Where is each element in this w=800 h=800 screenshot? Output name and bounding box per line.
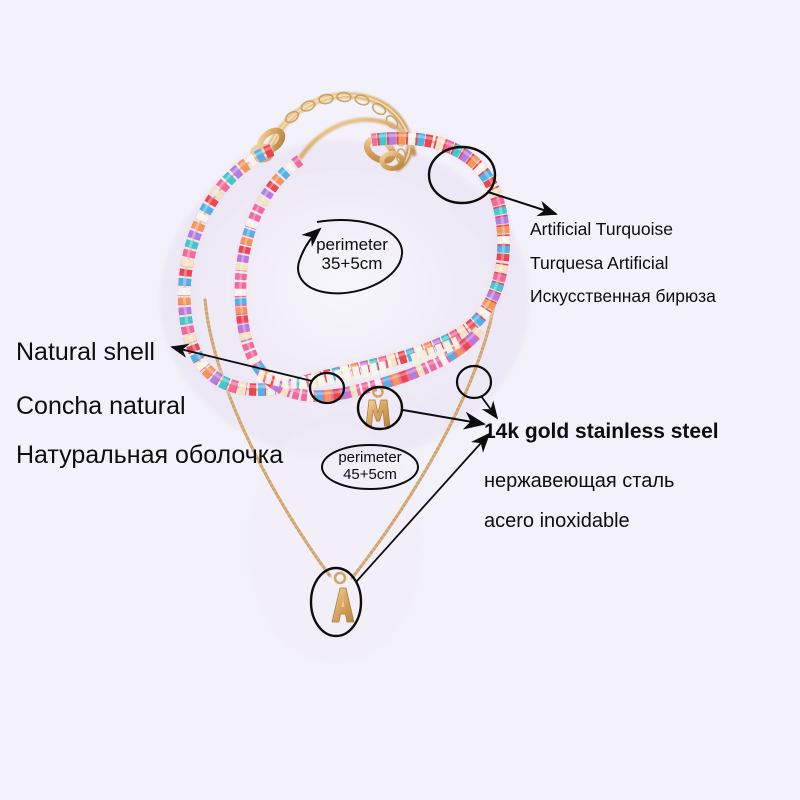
shell-bead-section bbox=[256, 336, 461, 390]
leader-line-letter-m bbox=[402, 409, 486, 430]
perimeter-callout-lower: perimeter 45+5cm bbox=[324, 449, 416, 484]
leader-line-shell bbox=[170, 343, 313, 382]
perimeter-callout-upper: perimeter 35+5cm bbox=[303, 235, 401, 273]
natural-shell-line-es: Concha natural bbox=[16, 392, 186, 420]
turquoise-line-en: Artificial Turquoise bbox=[530, 219, 673, 239]
callout-circle-letter-a bbox=[309, 566, 363, 638]
callout-circle-letter-m bbox=[356, 385, 404, 431]
steel-line-ru: нержавеющая сталь bbox=[484, 470, 675, 492]
steel-line-es: acero inoxidable bbox=[484, 510, 630, 532]
natural-shell-line-ru: Натуральная оболочка bbox=[16, 441, 284, 469]
callout-circle-turquoise bbox=[427, 145, 497, 205]
perimeter-lower-label: perimeter bbox=[338, 449, 402, 466]
leader-line-turquoise bbox=[487, 191, 558, 217]
callout-circle-shell bbox=[308, 371, 346, 405]
letter-pendant-a bbox=[331, 571, 355, 623]
natural-shell-line-en: Natural shell bbox=[16, 338, 155, 366]
perimeter-lower-value: 45+5cm bbox=[343, 465, 397, 483]
leader-line-letter-a bbox=[355, 432, 491, 583]
leader-line-chain bbox=[480, 395, 499, 420]
perimeter-upper-value: 35+5cm bbox=[321, 254, 383, 274]
steel-line-en: 14k gold stainless steel bbox=[484, 420, 719, 443]
callout-circle-chain bbox=[455, 364, 493, 400]
turquoise-line-es: Turquesa Artificial bbox=[530, 253, 669, 273]
turquoise-line-ru: Искусственная бирюза bbox=[530, 286, 716, 306]
callout-loop-lower bbox=[321, 444, 419, 490]
callout-loop-upper bbox=[297, 219, 404, 295]
perimeter-upper-label: perimeter bbox=[316, 235, 388, 254]
